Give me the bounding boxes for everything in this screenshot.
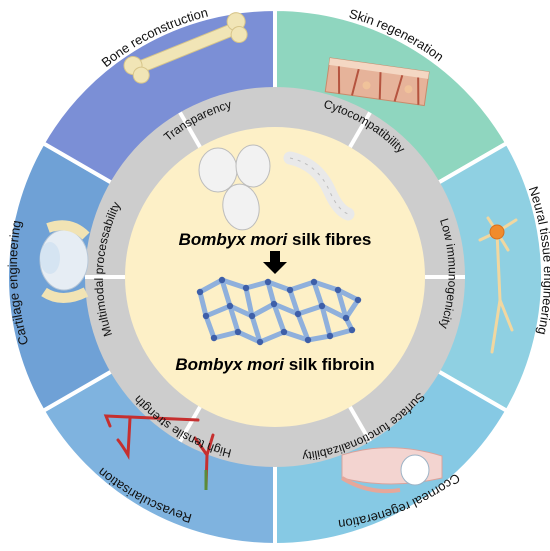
fibroin-strand — [197, 289, 209, 319]
fibroin-strand — [271, 301, 287, 335]
fibroin-strand — [311, 279, 325, 309]
fibroin-strand — [243, 279, 271, 291]
silkworm-icon — [283, 151, 355, 221]
material-name: silk fibroin — [284, 355, 375, 374]
fibroin-node — [310, 278, 318, 286]
fibroin-node — [234, 328, 242, 336]
fibroin-strand — [311, 279, 341, 293]
fibroin-strand — [257, 329, 287, 345]
fibroin-strand — [235, 329, 263, 345]
fibroin-node — [202, 312, 210, 320]
fibroin-node — [196, 288, 204, 296]
fibroin-strand — [335, 287, 349, 321]
center-title-fibres: Bombyx mori silk fibres — [179, 230, 372, 249]
center-title-fibroin: Bombyx mori silk fibroin — [175, 355, 374, 374]
fibroin-strand — [203, 303, 233, 319]
cocoon-icon — [198, 144, 271, 231]
fibroin-node — [264, 278, 272, 286]
fibroin-node — [226, 302, 234, 310]
fibroin-strand — [265, 279, 293, 293]
fibroin-strand — [281, 329, 311, 343]
fibroin-strand — [295, 303, 325, 317]
material-name: silk fibres — [287, 230, 371, 249]
fibroin-node — [354, 296, 362, 304]
fibroin-node — [280, 328, 288, 336]
fibroin-strand — [287, 279, 317, 293]
fibroin-strand — [243, 285, 255, 319]
fibroin-node — [294, 310, 302, 318]
skin-icon — [324, 57, 430, 107]
property-separator — [178, 405, 202, 443]
fibroin-strand — [319, 303, 349, 321]
property-separator — [348, 111, 372, 149]
property-separators — [85, 111, 465, 443]
fibroin-node — [342, 314, 350, 322]
bone-icon — [123, 12, 248, 84]
fibroin-node — [304, 336, 312, 344]
fibroin-strand — [211, 329, 241, 341]
fibroin-strand — [343, 297, 361, 321]
fibroin-node — [286, 286, 294, 294]
arrow-down-icon — [263, 251, 287, 274]
blood-vessel-icon — [103, 414, 215, 490]
fibroin-strand — [295, 311, 311, 343]
fibroin-node — [318, 302, 326, 310]
fibroin-strand — [203, 313, 217, 341]
neuron-icon — [478, 216, 518, 354]
fibroin-strand — [227, 303, 255, 319]
species-name: Bombyx mori — [175, 355, 285, 374]
fibroin-strand — [249, 301, 277, 319]
fibroin-node — [348, 326, 356, 334]
fibroin-node — [270, 300, 278, 308]
knee-cartilage-icon — [39, 220, 90, 303]
fibroin-node — [210, 334, 218, 342]
fibroin-node — [256, 338, 264, 346]
center-disc — [125, 127, 425, 427]
fibroin-strand — [319, 303, 333, 339]
property-separator — [178, 111, 202, 149]
fibroin-node — [248, 312, 256, 320]
fibroin-node — [218, 276, 226, 284]
fibroin-node — [326, 332, 334, 340]
fibroin-network-icon — [196, 276, 362, 346]
property-separator — [348, 405, 372, 443]
fibroin-node — [334, 286, 342, 294]
fibroin-strand — [219, 277, 249, 291]
species-name: Bombyx mori — [179, 230, 289, 249]
fibroin-node — [242, 284, 250, 292]
fibroin-strand — [219, 277, 233, 309]
fibroin-strand — [227, 303, 241, 335]
eye-icon — [340, 447, 443, 494]
fibroin-strand — [197, 277, 225, 295]
fibroin-strand — [305, 333, 333, 343]
fibroin-strand — [249, 313, 263, 345]
fibroin-strand — [327, 327, 355, 339]
fibroin-strand — [335, 287, 361, 303]
fibroin-strand — [287, 287, 301, 317]
fibroin-strand — [265, 279, 277, 307]
fibroin-strand — [271, 301, 301, 317]
